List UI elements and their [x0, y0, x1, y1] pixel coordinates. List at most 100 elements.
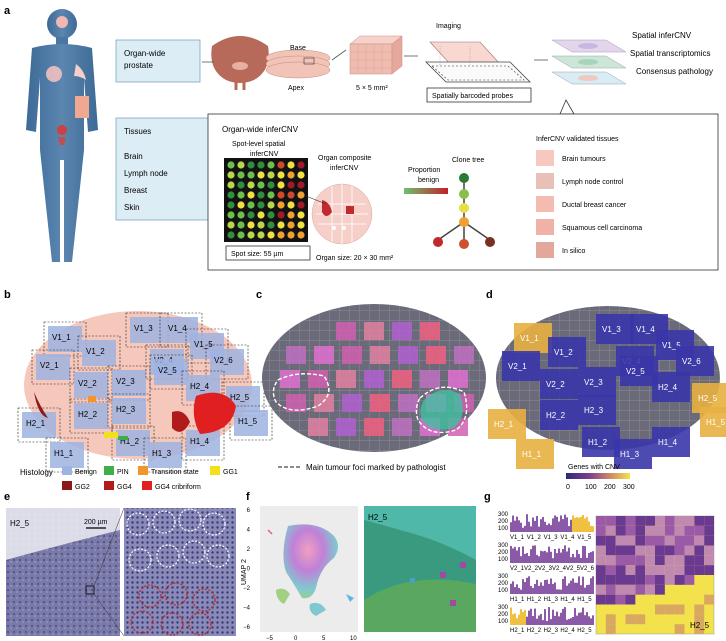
panel-label-f: f: [246, 491, 250, 503]
histogram-bar: [572, 617, 574, 625]
xtick: 5: [322, 636, 326, 641]
heatmap-cell: [615, 565, 626, 575]
heatmap-cell: [694, 516, 705, 526]
legend-label: GG4 cribriform: [155, 484, 201, 491]
base-label: Base: [290, 45, 306, 52]
spatial-transcriptomics-map: [262, 304, 486, 452]
umap-spatial-region: [364, 579, 476, 632]
histogram-bar: [548, 523, 550, 532]
section-tile: [614, 439, 652, 469]
heatmap-cell: [694, 614, 705, 625]
colorbar-tick: 200: [604, 484, 616, 491]
histogram-label: V2_3: [538, 566, 553, 572]
section-tile: [398, 346, 418, 364]
histogram-bar: [562, 608, 564, 625]
histogram-label: H2_5: [577, 628, 592, 634]
legend-label: GG1: [223, 469, 238, 476]
histogram-bar: [558, 616, 560, 625]
section-label: H1_2: [588, 438, 608, 447]
histogram-bar: [544, 609, 546, 625]
histogram-bar: [524, 553, 526, 563]
histogram-bar: [572, 515, 574, 532]
histogram-bar: [552, 558, 554, 563]
histogram-bar: [546, 552, 548, 563]
histogram-bar: [574, 582, 576, 594]
heatmap-cell: [664, 545, 675, 556]
benign-region: [74, 372, 108, 398]
callout-pointer: [559, 99, 575, 115]
histogram-bar: [580, 516, 582, 532]
heatmap-cell: [674, 516, 685, 526]
histogram-bar: [578, 517, 580, 532]
section-label: V2_1: [40, 361, 59, 370]
section-frame: [143, 437, 187, 473]
histogram-bar: [550, 551, 552, 563]
heatmap-cell: [655, 604, 665, 615]
ytick: 6: [247, 508, 251, 514]
heatmap-cell: [694, 545, 705, 556]
heatmap-cell: [645, 584, 655, 595]
panel-label-e: e: [4, 491, 10, 503]
heatmap-cell: [694, 624, 705, 634]
histogram-bar: [514, 546, 516, 563]
histogram-bar: [536, 579, 538, 594]
heatmap-cell: [664, 516, 675, 526]
histogram-bar: [516, 584, 518, 594]
histogram-bar: [570, 557, 572, 563]
histogram-label: H2_1: [510, 628, 525, 634]
heatmap-cell: [625, 565, 636, 575]
section-label: H2_1: [494, 420, 514, 429]
prostate-organ-illustration: [211, 36, 269, 90]
section-tile: [540, 400, 578, 430]
histogram-bar: [522, 527, 524, 532]
clone-tree-label: Clone tree: [452, 157, 484, 164]
histogram-bar: [520, 522, 522, 532]
heatmap-cell: [605, 516, 616, 526]
section-tile: [502, 351, 540, 381]
spot-circle: [178, 508, 202, 532]
histogram-label: V1_4: [560, 535, 575, 541]
histogram-bar: [518, 547, 520, 563]
histogram-bar: [524, 525, 526, 532]
heatmap-cell: [655, 555, 665, 566]
histogram-bar: [550, 619, 552, 625]
clone-tree-diagram: [433, 173, 495, 249]
legend-swatch: [104, 481, 114, 490]
tissues-box: [115, 117, 211, 221]
histogram-bar: [558, 589, 560, 594]
validated-tissue-label: In silico: [562, 248, 585, 255]
f-section-label: H2_5: [368, 513, 388, 522]
histogram-bar: [578, 576, 580, 594]
ytick: 200: [498, 612, 509, 618]
proportion-benign-label-2: benign: [418, 177, 439, 184]
tissue-item: Skin: [124, 203, 140, 212]
histogram-bar: [584, 518, 586, 532]
heatmap-cell: [645, 516, 655, 526]
histogram-bar: [576, 615, 578, 625]
histogram-bar: [540, 519, 542, 532]
histogram-bar: [530, 526, 532, 532]
histogram-bar: [532, 517, 534, 532]
histogram-bar: [548, 583, 550, 594]
histogram-bar: [526, 577, 528, 594]
heatmap-cell: [625, 575, 636, 585]
heatmap-cell: [684, 575, 695, 585]
ytick: −6: [243, 625, 251, 631]
section-label: V2_1: [508, 362, 527, 371]
arrow: [331, 49, 347, 61]
heatmap-cell: [655, 575, 665, 585]
organ-wide-prostate-line1: Organ-wide: [124, 49, 166, 58]
section-label: V1_2: [86, 347, 105, 356]
histogram-bar: [510, 545, 512, 563]
he-stain-zoom: [124, 508, 236, 636]
heatmap-cell: [596, 584, 606, 595]
ytick: 4: [247, 528, 251, 534]
umap-spatial-region: [364, 506, 476, 560]
histogram-bar: [524, 610, 526, 625]
histogram-bar: [516, 516, 518, 532]
histogram-bar: [576, 582, 578, 594]
histogram-bar: [512, 581, 514, 594]
section-label: V1_4: [168, 324, 187, 333]
